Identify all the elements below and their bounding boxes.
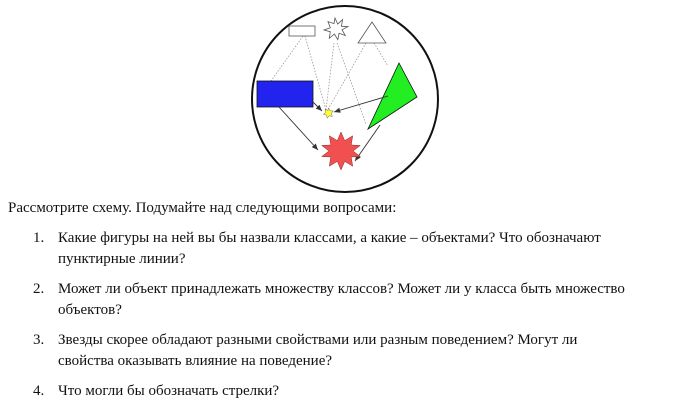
question-item-2: 2. Может ли объект принадлежать множеств… — [0, 279, 690, 321]
outline-triangle — [357, 21, 387, 44]
question-text-line-1: Какие фигуры на ней вы бы назвали класса… — [58, 230, 601, 246]
question-text-line-1: Звезды скорее обладают разными свойствам… — [58, 332, 578, 348]
yellow-star — [322, 107, 334, 119]
classes-objects-diagram — [251, 5, 439, 193]
outline-star — [322, 16, 350, 41]
question-item-3: 3. Звезды скорее обладают разными свойст… — [0, 330, 690, 372]
outline-rectangle — [288, 25, 316, 37]
question-item-1: 1. Какие фигуры на ней вы бы назвали кла… — [0, 228, 690, 270]
dotted-lines — [270, 35, 389, 125]
question-item-4: 4. Что могли бы обозначать стрелки? — [0, 381, 690, 402]
question-number: 3. — [33, 332, 45, 348]
question-number: 1. — [33, 230, 45, 246]
question-text-line-1: Может ли объект принадлежать множеству к… — [58, 281, 625, 297]
question-number: 2. — [33, 281, 45, 297]
question-text-line-2: свойства оказывать влияние на поведение? — [58, 353, 333, 369]
arrows — [278, 95, 389, 162]
question-text-line-2: пунктирные линии? — [58, 251, 186, 267]
blue-rectangle — [256, 80, 314, 108]
questions-list: 1. Какие фигуры на ней вы бы назвали кла… — [0, 228, 690, 411]
intro-text: Рассмотрите схему. Подумайте над следующ… — [8, 200, 397, 216]
question-text-line-1: Что могли бы обозначать стрелки? — [58, 383, 280, 399]
question-text-line-2: объектов? — [58, 302, 122, 318]
red-star — [321, 131, 361, 171]
green-triangle — [367, 62, 418, 131]
diagram-boundary-circle — [251, 5, 439, 193]
question-number: 4. — [33, 383, 45, 399]
